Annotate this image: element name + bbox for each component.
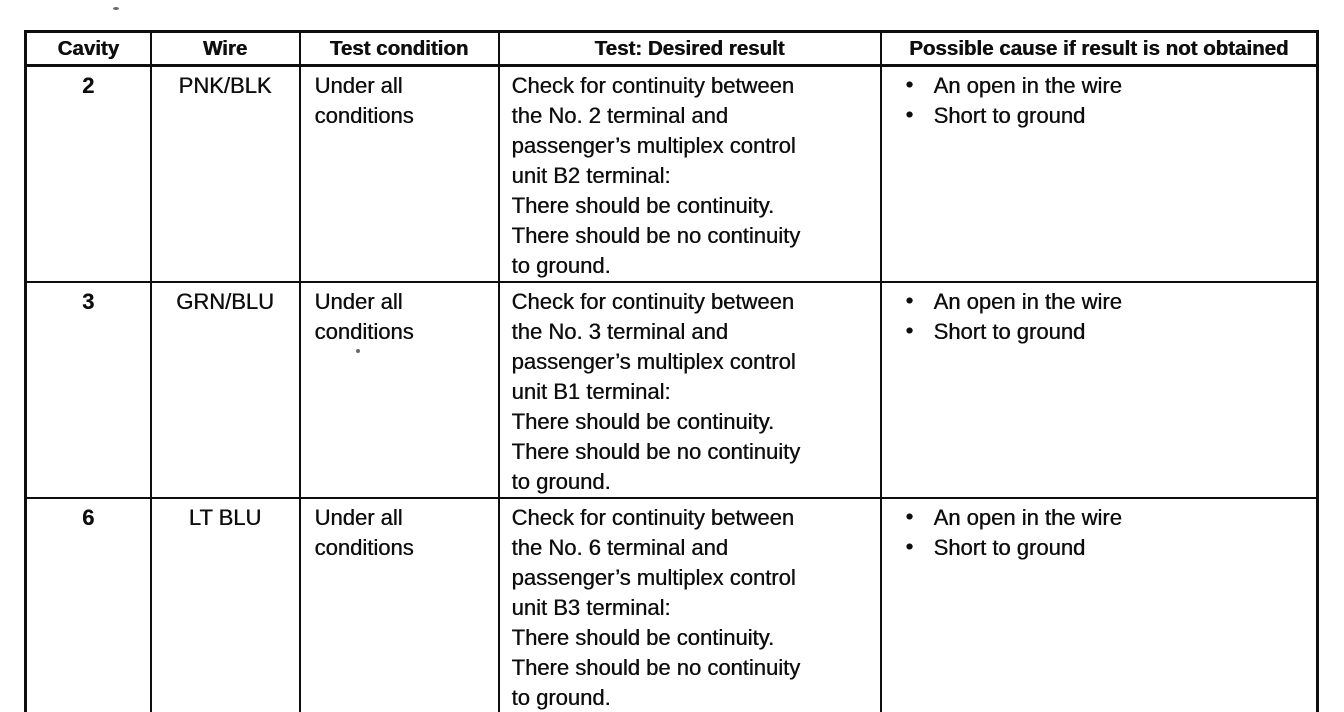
- test-condition-cell: Under all conditions: [298, 497, 500, 712]
- column-header-possible-cause: Possible cause if result is not obtained: [879, 30, 1319, 67]
- wire-cell: GRN/BLU: [149, 281, 301, 499]
- cause-item: An open in the wire: [904, 70, 1313, 101]
- desired-result-cell: Check for continuity between the No. 2 t…: [497, 64, 882, 283]
- cause-item: Short to ground: [904, 532, 1313, 563]
- wire-cell: PNK/BLK: [149, 64, 301, 283]
- wire-continuity-test-table: Cavity Wire Test condition Test: Desired…: [24, 30, 1319, 712]
- column-header-cavity: Cavity: [24, 30, 152, 67]
- column-header-desired-result: Test: Desired result: [497, 30, 882, 67]
- cavity-cell: 2: [24, 64, 152, 283]
- possible-cause-cell: An open in the wire Short to ground: [879, 497, 1319, 712]
- cavity-cell: 3: [24, 281, 152, 499]
- test-condition-cell: Under all conditions: [298, 64, 500, 283]
- cause-list: An open in the wire Short to ground: [904, 70, 1313, 131]
- scan-speck: [356, 349, 360, 353]
- cause-list: An open in the wire Short to ground: [904, 286, 1313, 347]
- possible-cause-cell: An open in the wire Short to ground: [879, 281, 1319, 499]
- column-header-wire: Wire: [149, 30, 301, 67]
- cause-item: An open in the wire: [904, 502, 1313, 533]
- table-row-cavity-3: 3 GRN/BLU Under all conditions Check for…: [24, 281, 1319, 499]
- test-condition-cell: Under all conditions: [298, 281, 500, 499]
- desired-result-cell: Check for continuity between the No. 6 t…: [497, 497, 882, 712]
- wire-cell: LT BLU: [149, 497, 301, 712]
- cause-list: An open in the wire Short to ground: [904, 502, 1313, 563]
- scan-speck: [113, 7, 119, 10]
- table-header-row: Cavity Wire Test condition Test: Desired…: [24, 30, 1319, 67]
- desired-result-cell: Check for continuity between the No. 3 t…: [497, 281, 882, 499]
- cause-item: Short to ground: [904, 100, 1313, 131]
- table-row-cavity-6: 6 LT BLU Under all conditions Check for …: [24, 497, 1319, 712]
- cause-item: Short to ground: [904, 316, 1313, 347]
- table-row-cavity-2: 2 PNK/BLK Under all conditions Check for…: [24, 64, 1319, 283]
- possible-cause-cell: An open in the wire Short to ground: [879, 64, 1319, 283]
- cavity-cell: 6: [24, 497, 152, 712]
- column-header-test-condition: Test condition: [298, 30, 500, 67]
- cause-item: An open in the wire: [904, 286, 1313, 317]
